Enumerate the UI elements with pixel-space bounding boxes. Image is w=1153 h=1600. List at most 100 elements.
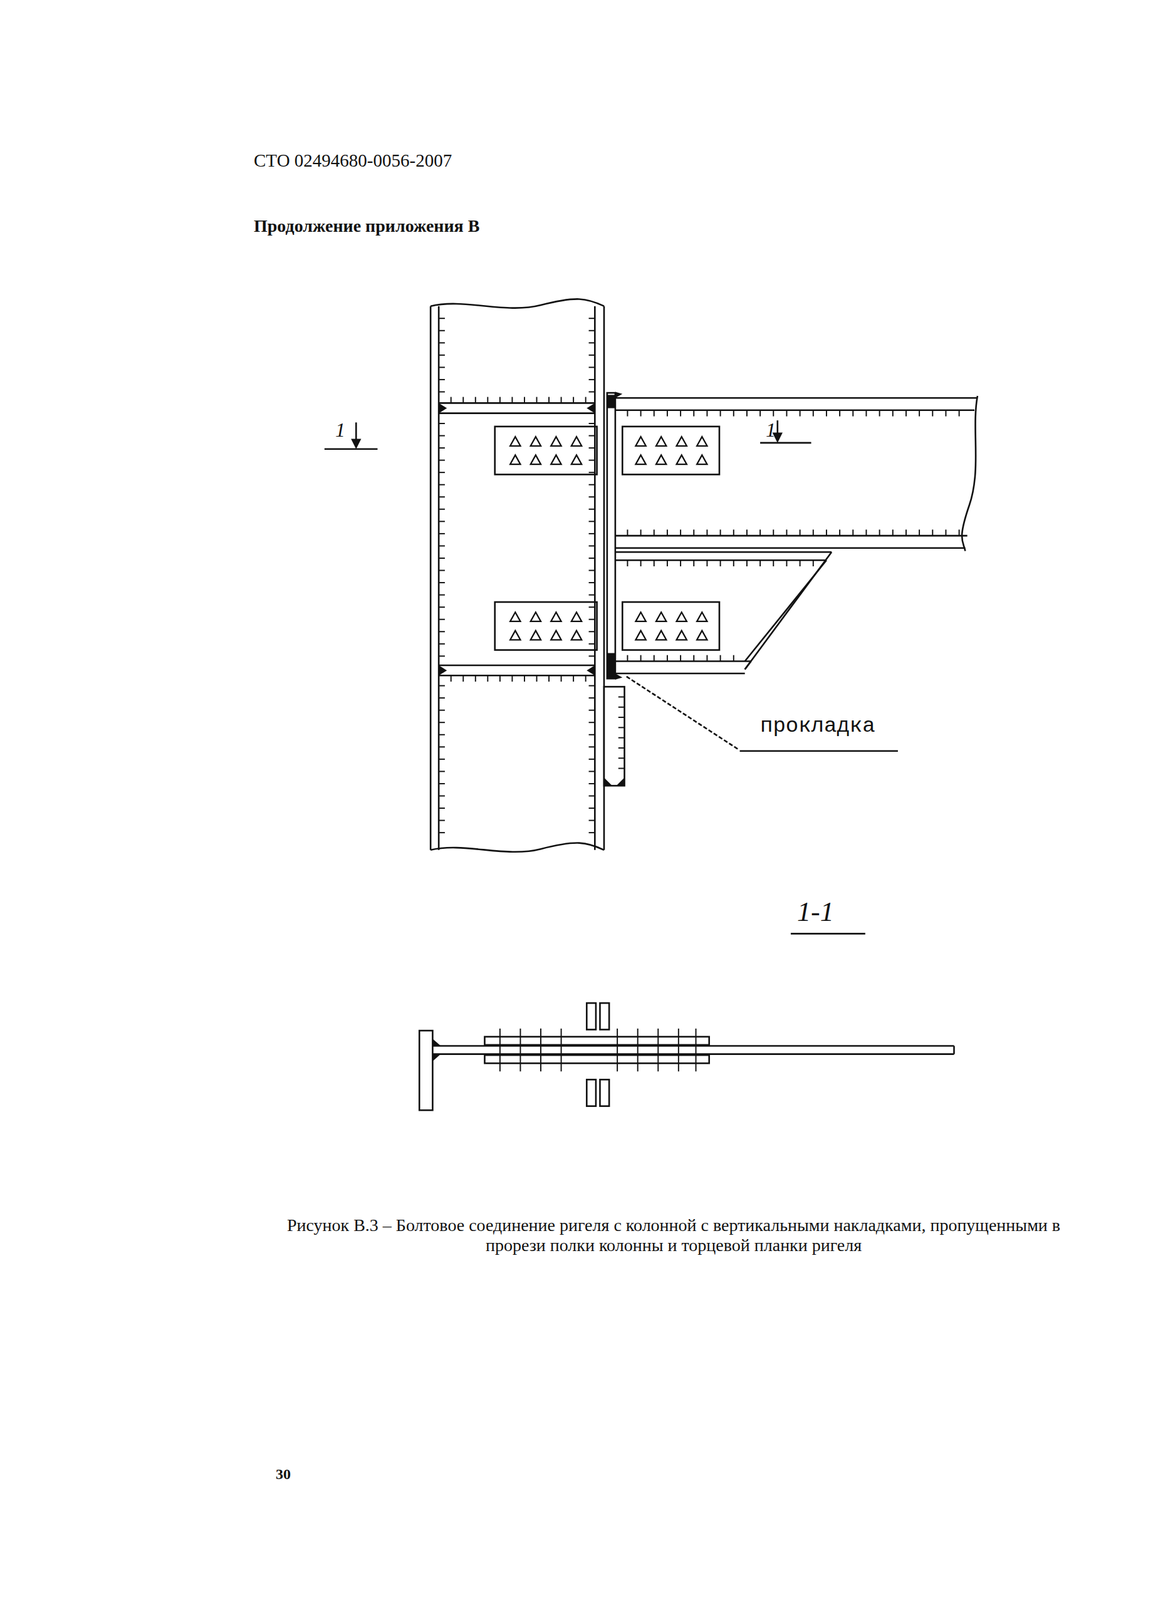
hatch-tick [640,529,642,536]
hatch-tick [618,757,625,759]
hatch-tick [438,435,445,437]
page-number: 30 [275,1466,291,1484]
hatch-tick [666,655,668,662]
hatch-tick [438,496,445,498]
hatch-tick [772,560,774,567]
bolt-symbol [550,612,561,622]
hatch-tick [825,410,828,417]
hatch-tick [589,366,596,368]
hatch-tick [865,529,867,536]
section-mark: 1 [765,418,776,442]
hatch-tick [589,508,596,511]
hatch-tick [785,410,788,417]
hatch-tick [589,496,596,498]
hatch-tick [438,459,445,462]
hatch-tick [746,560,748,567]
hatch-tick [589,758,596,761]
hatch-tick [719,529,722,536]
bolt-symbol [530,454,541,465]
bolt-symbol [571,612,582,622]
hatch-tick [589,484,596,486]
hatch-tick [589,770,596,773]
bolt-symbol [635,436,646,447]
bolt-symbol [635,454,646,465]
hatch-tick [637,1028,639,1072]
hatch-tick [462,397,464,404]
hatch-tick [438,709,445,712]
hatch-tick [695,1028,697,1072]
hatch-tick [438,655,445,657]
hatch-tick [693,655,695,662]
bolt-symbol [510,612,521,622]
hatch-tick [438,697,445,699]
hatch-tick [438,391,445,393]
hatch-tick [438,447,445,449]
hatch-tick [944,529,947,536]
hatch-tick [719,560,722,567]
hatch-tick [589,520,596,522]
hatch-tick [759,560,761,567]
hatch-tick [438,807,445,809]
hatch-tick [706,655,708,662]
hatch-tick [536,397,538,404]
hatch-tick [679,410,682,417]
bolt-symbol [530,631,541,641]
hatch-tick [918,529,920,536]
hatch-tick [589,709,596,712]
hatch-tick [438,330,445,332]
hatch-tick [772,529,774,536]
hatch-tick [892,529,894,536]
hatch-tick [618,716,625,719]
appendix-heading: Продолжение приложения В [253,216,480,237]
hatch-tick [589,342,596,344]
hatch-tick [719,655,722,662]
hatch-tick [589,734,596,736]
hatch-tick [511,675,513,682]
bolt-symbol [656,631,667,641]
hatch-tick [958,410,960,417]
hatch-tick [438,770,445,773]
hatch-tick [618,747,625,749]
bolt-symbol [510,436,521,447]
bolt-symbol [656,436,667,447]
hatch-tick [618,706,625,709]
bolt-symbol [571,631,582,641]
hatch-tick [693,529,695,536]
hatch-tick [589,655,596,657]
hatch-tick [438,557,445,559]
bolt-symbol [656,612,667,622]
hatch-tick [799,529,801,536]
hatch-tick [678,1028,680,1072]
hatch-tick [733,560,735,567]
hatch-tick [733,529,735,536]
hatch-tick [589,471,596,474]
hatch-tick [589,619,596,621]
hatch-tick [944,410,947,417]
bolt-symbol [696,612,707,622]
bolt-symbol [635,631,646,641]
hatch-tick [666,560,668,567]
bolt-symbol [510,631,521,641]
hatch-tick [438,317,445,319]
hatch-tick [589,570,596,572]
hatch-tick [892,410,894,417]
hatch-tick [589,631,596,633]
hatch-tick [785,529,788,536]
hatch-tick [438,746,445,748]
hatch-tick [589,746,596,748]
hatch-tick [918,410,920,417]
hatch-tick [438,422,445,425]
hatch-tick [585,675,587,682]
hatch-tick [693,560,695,567]
hatch-tick [931,529,934,536]
hatch-tick [438,783,445,785]
hatch-tick [438,832,445,834]
hatch-tick [589,643,596,645]
hatch-tick [839,529,841,536]
bolt-symbol [676,436,687,447]
hatch-tick [589,721,596,724]
hatch-tick [589,545,596,547]
hatch-tick [799,410,801,417]
hatch-tick [589,832,596,834]
